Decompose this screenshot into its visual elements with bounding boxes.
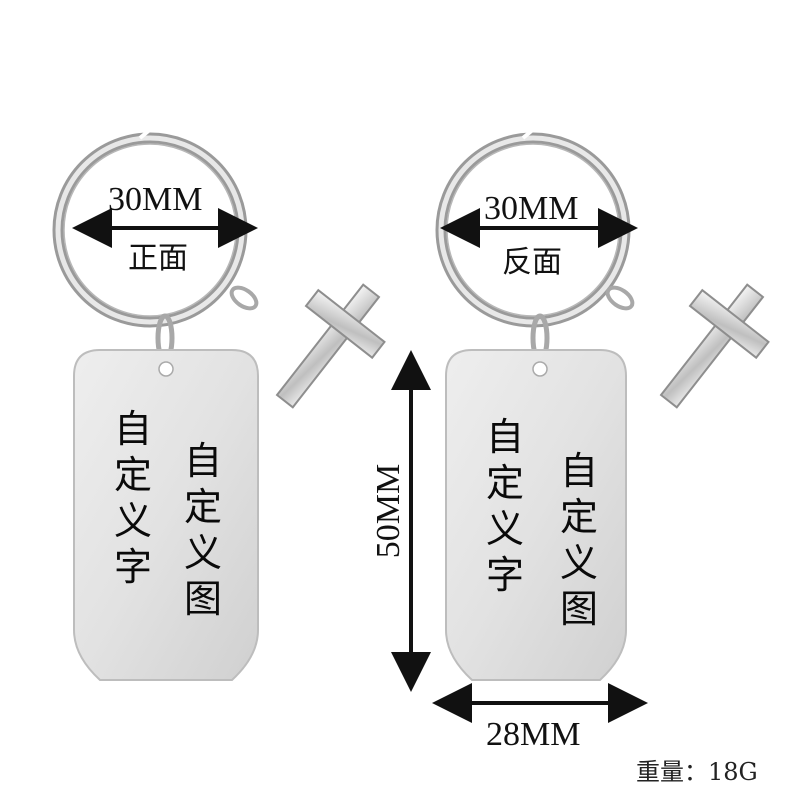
right-tag-text-col2: 自 定 义 图 <box>560 452 598 628</box>
left-side-label: 正面 <box>128 241 188 276</box>
right-ring-diameter-label: 30MM <box>484 190 579 227</box>
right-side-label: 反面 <box>502 245 562 280</box>
char: 定 <box>560 495 599 539</box>
char: 定 <box>114 453 153 497</box>
right-tag-text-col1: 自 定 义 字 <box>486 418 524 594</box>
left-cross-charm <box>275 283 386 409</box>
char: 自 <box>560 449 599 493</box>
right-cross-charm <box>659 283 770 409</box>
weight-label: 重量：18G <box>636 758 758 786</box>
left-tag-text-col1: 自 定 义 字 <box>114 410 152 586</box>
char: 自 <box>486 415 525 459</box>
tag-width-label: 28MM <box>486 716 581 753</box>
char: 义 <box>114 499 153 543</box>
left-ring-diameter-label: 30MM <box>108 181 203 218</box>
char: 自 <box>184 439 223 483</box>
char: 图 <box>184 577 223 621</box>
char: 字 <box>114 545 153 589</box>
char: 自 <box>114 407 153 451</box>
char: 定 <box>184 485 223 529</box>
left-keychain <box>52 126 386 681</box>
left-tag-text-col2: 自 定 义 图 <box>184 442 222 618</box>
char: 义 <box>486 507 525 551</box>
char: 义 <box>184 531 223 575</box>
char: 字 <box>486 553 525 597</box>
right-dog-tag <box>445 349 627 681</box>
char: 图 <box>560 587 599 631</box>
left-dog-tag <box>73 349 259 681</box>
char: 义 <box>560 541 599 585</box>
tag-height-label: 50MM <box>370 463 407 559</box>
char: 定 <box>486 461 525 505</box>
